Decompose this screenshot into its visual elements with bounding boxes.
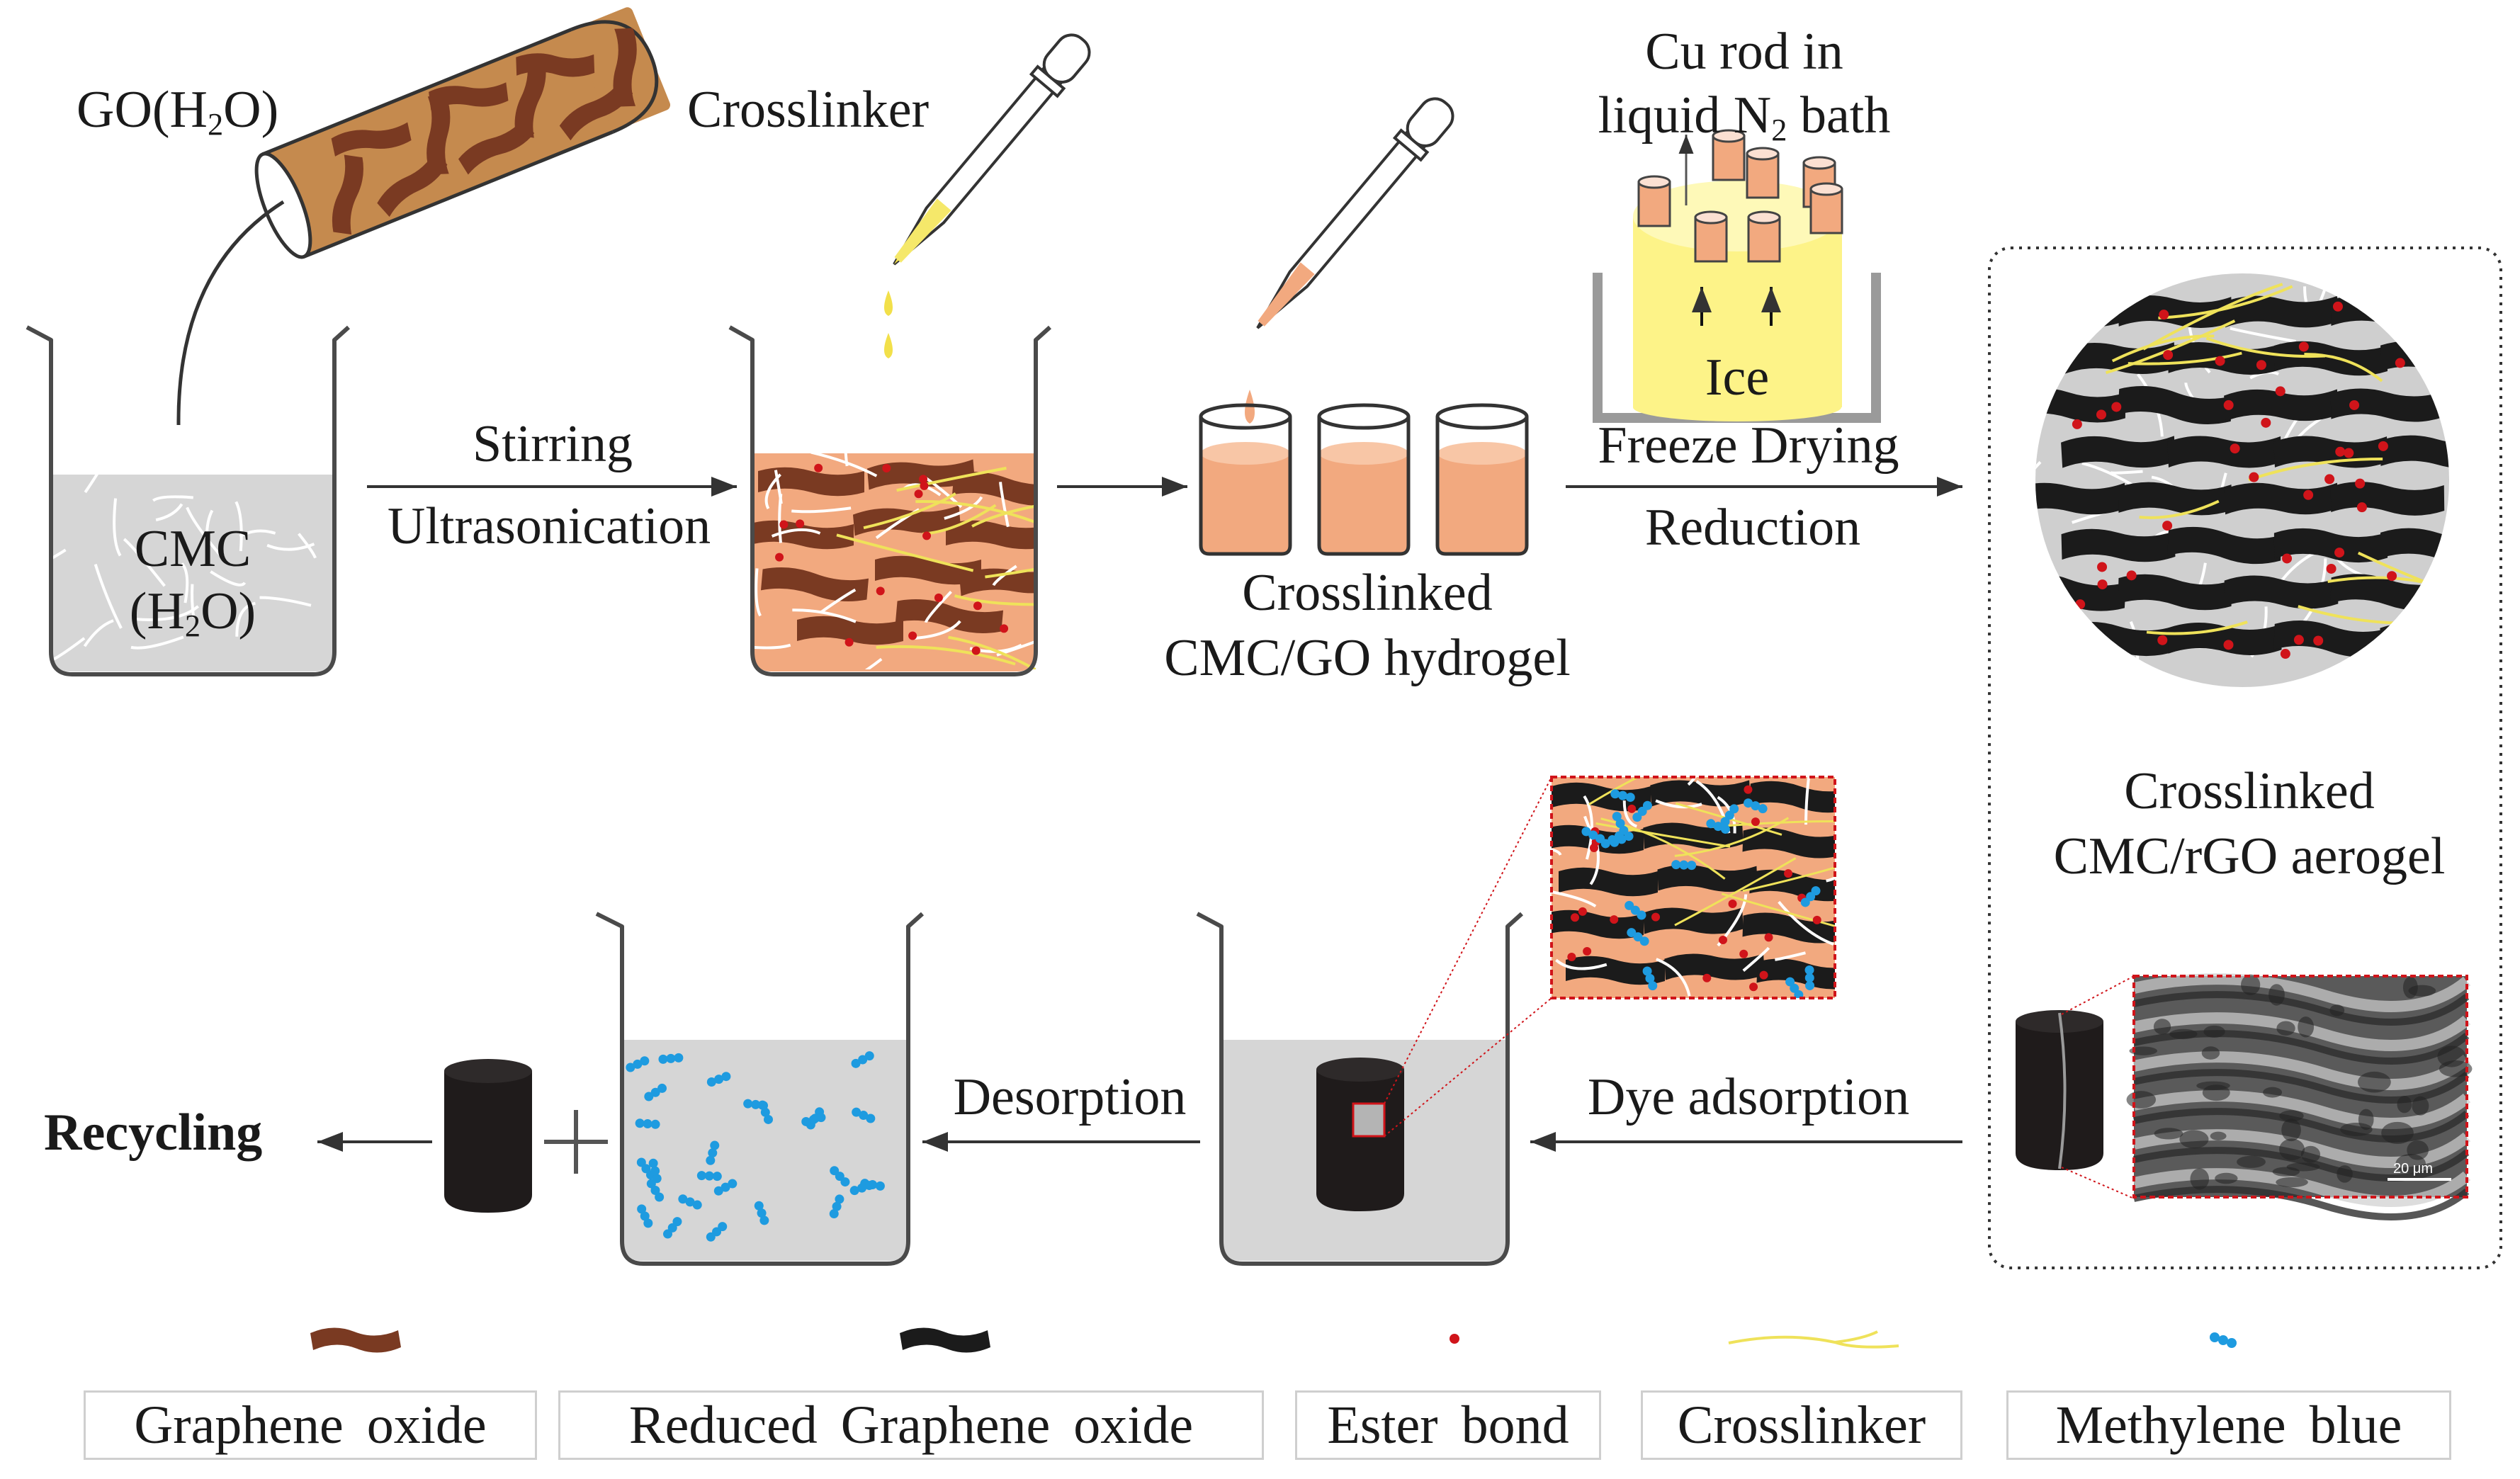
freeze-drying-label: Freeze Drying <box>1598 416 1899 475</box>
recycling-label: Recycling <box>44 1104 263 1162</box>
zoom-methylene-blue <box>1581 789 1821 998</box>
crosslinker-title: Crosslinker <box>687 81 930 139</box>
sem-scale-bar-label: 20 μm <box>2393 1161 2433 1177</box>
mixture-cmc-fibers <box>752 453 1036 669</box>
hydrogel-dropper <box>1256 97 1454 329</box>
cu-rod-label-line2: liquid N2 bath <box>1598 86 1891 148</box>
ice-label: Ice <box>1705 348 1770 407</box>
recycled-aerogel <box>444 1059 532 1213</box>
adsorption-beaker <box>1196 912 1524 1266</box>
legend-reduced-graphene-oxide: Reduced Graphene oxide <box>558 1390 1264 1460</box>
cmc-label-line1: CMC <box>134 520 252 578</box>
dye-adsorption-label: Dye adsorption <box>1587 1068 1910 1126</box>
go-flakes <box>331 28 637 235</box>
go-test-tube <box>176 7 671 426</box>
aerogel-structure-circle <box>2035 273 2449 687</box>
legend-crosslinker-icon <box>1728 1330 1899 1349</box>
released-methylene-blue <box>626 1051 885 1242</box>
mixture-beaker <box>728 325 1052 676</box>
desorption-beaker <box>595 912 925 1266</box>
zoom-crosslinker <box>1588 777 1835 927</box>
legend-methylene-blue: Methylene blue <box>2006 1390 2451 1460</box>
ultrasonication-label: Ultrasonication <box>387 497 711 555</box>
mixture-go-flakes <box>752 459 1036 645</box>
cu-rods <box>1637 129 1843 263</box>
legend-icons <box>310 1327 2237 1353</box>
legend-graphene-oxide-icon <box>310 1327 401 1353</box>
desorption-label: Desorption <box>953 1068 1187 1126</box>
legend-ester-bond: Ester bond <box>1295 1390 1601 1460</box>
legend-reduced-graphene-oxide-icon <box>900 1327 990 1353</box>
cmc-label-line2: (H2O) <box>129 582 256 644</box>
legend-graphene-oxide: Graphene oxide <box>84 1390 537 1460</box>
zoom-adsorbed-dye <box>1550 776 1836 999</box>
cu-rod-label-line1: Cu rod in <box>1645 23 1843 81</box>
aerogel-monolith <box>2016 1010 2103 1170</box>
sem-micrograph <box>2126 973 2473 1220</box>
mixture-ester-bonds <box>775 463 1009 655</box>
hydrogel-caption-line2: CMC/GO hydrogel <box>1164 629 1571 687</box>
legend-methylene-blue-icon <box>2210 1332 2237 1348</box>
reduction-label: Reduction <box>1644 499 1861 557</box>
plus-sign <box>544 1110 608 1174</box>
cmc-fibers <box>15 447 317 668</box>
crosslinker-drop-1 <box>884 290 893 316</box>
aerogel-caption-line2: CMC/rGO aerogel <box>2053 827 2446 885</box>
hydrogel-caption-line1: Crosslinked <box>1242 564 1493 622</box>
aerogel-caption-line1: Crosslinked <box>2124 762 2375 820</box>
crosslinker-drop-2 <box>884 333 893 358</box>
hydrogel-vials <box>1199 403 1529 556</box>
cmc-beaker <box>15 325 351 676</box>
legend-crosslinker: Crosslinker <box>1641 1390 1962 1460</box>
crosslinker-dropper <box>893 33 1091 266</box>
legend-ester-bond-icon <box>1450 1334 1459 1344</box>
go-label: GO(H2O) <box>77 81 279 142</box>
stirring-label: Stirring <box>472 415 633 473</box>
liquid-nitrogen-bath <box>1593 129 1881 423</box>
